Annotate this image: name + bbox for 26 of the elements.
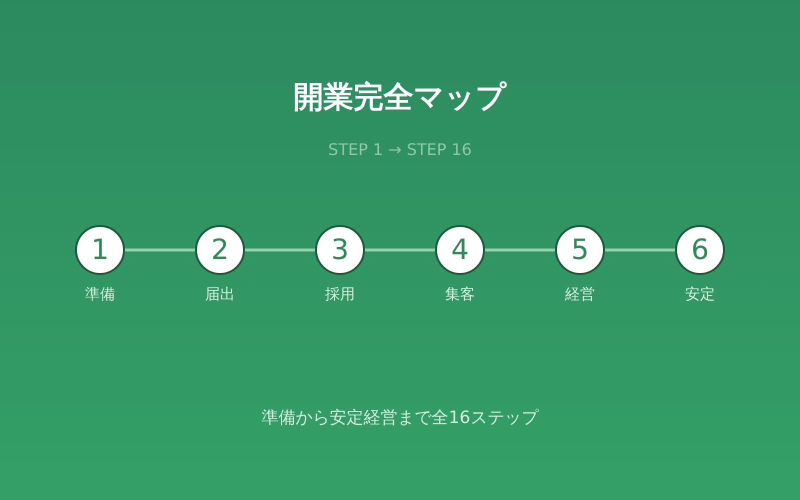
connector-line bbox=[605, 248, 675, 252]
step-label: 経営 bbox=[565, 285, 595, 303]
step-label: 採用 bbox=[325, 285, 355, 303]
step-circle bbox=[195, 225, 245, 275]
step-number: 5 bbox=[571, 235, 589, 265]
step-circle bbox=[435, 225, 485, 275]
step-number: 3 bbox=[331, 235, 349, 265]
connector-line bbox=[245, 248, 315, 252]
connector-line bbox=[125, 248, 195, 252]
caption: 準備から安定経営まで全16ステップ bbox=[262, 407, 538, 429]
step-label: 準備 bbox=[85, 285, 115, 303]
step-circle bbox=[315, 225, 365, 275]
step-label: 届出 bbox=[205, 285, 235, 303]
subtitle: STEP 1 → STEP 16 bbox=[328, 140, 472, 160]
connector-line bbox=[485, 248, 555, 252]
step-label: 安定 bbox=[685, 285, 715, 303]
step-circle bbox=[675, 225, 725, 275]
step-number: 1 bbox=[91, 235, 109, 265]
step-number: 6 bbox=[691, 235, 709, 265]
step-number: 4 bbox=[451, 235, 469, 265]
step-circle bbox=[555, 225, 605, 275]
step-label: 集客 bbox=[445, 285, 475, 303]
diagram-title: 開業完全マップ bbox=[294, 79, 506, 117]
step-circle bbox=[75, 225, 125, 275]
step-number: 2 bbox=[211, 235, 229, 265]
connector-line bbox=[365, 248, 435, 252]
